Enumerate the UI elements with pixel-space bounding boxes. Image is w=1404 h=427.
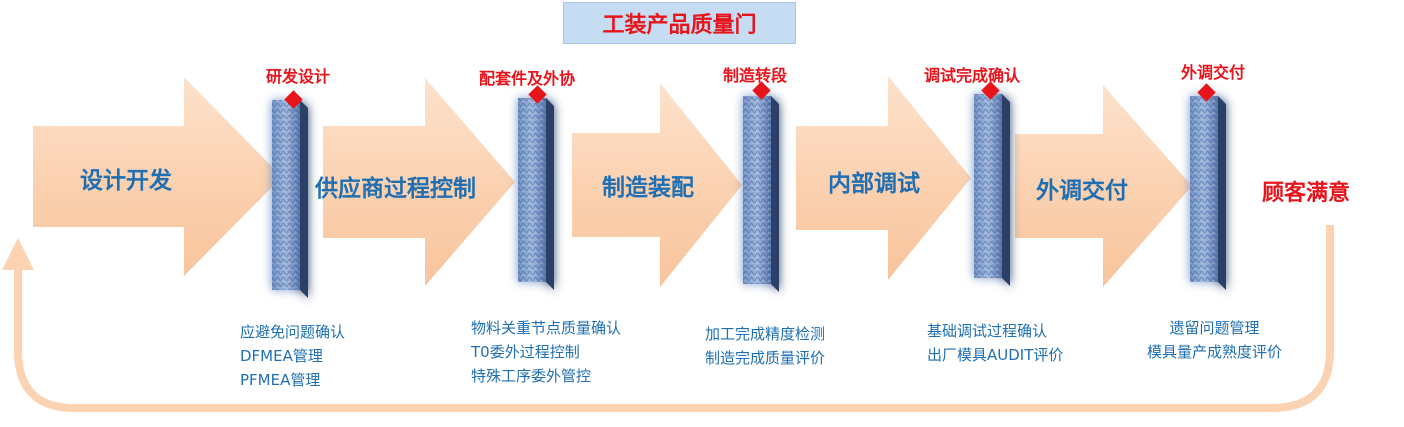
- note-line: 特殊工序委外管控: [471, 367, 592, 385]
- stage-label-3: 制造装配: [602, 175, 694, 201]
- gate-notes-1: 应避免问题确认 DFMEA管理 PFMEA管理: [240, 320, 345, 392]
- gate-notes-5: 遗留问题管理 模具量产成熟度评价: [1147, 316, 1282, 364]
- gate-label-1: 研发设计: [266, 67, 331, 86]
- stage-arrow-3: [572, 83, 742, 287]
- gate-marker-1: [284, 90, 303, 109]
- gate-label-5: 外调交付: [1181, 63, 1246, 82]
- note-line: 应避免问题确认: [240, 323, 346, 341]
- return-loop-arrowhead: [2, 238, 34, 270]
- page-title: 工装产品质量门: [563, 2, 796, 44]
- gate-label-4: 调试完成确认: [924, 66, 1021, 85]
- gate-marker-5: [1197, 83, 1216, 102]
- gate-label-2: 配套件及外协: [479, 69, 576, 88]
- note-line: 出厂模具AUDIT评价: [927, 346, 1064, 364]
- gate-notes-3: 加工完成精度检测 制造完成质量评价: [705, 322, 825, 370]
- stage-arrow-4: [796, 76, 971, 280]
- note-line: 模具量产成熟度评价: [1147, 343, 1283, 361]
- stage-arrow-5: [1015, 85, 1192, 287]
- note-line: DFMEA管理: [240, 347, 323, 365]
- stage-arrow-1: [33, 77, 282, 276]
- note-line: 遗留问题管理: [1169, 319, 1260, 337]
- gate-label-3: 制造转段: [723, 66, 788, 85]
- stage-label-4: 内部调试: [828, 171, 920, 197]
- gate-marker-4: [981, 81, 1000, 100]
- stage-label-2: 供应商过程控制: [315, 176, 476, 202]
- gate-notes-2: 物料关重节点质量确认 T0委外过程控制 特殊工序委外管控: [471, 316, 621, 388]
- gate-marker-2: [528, 85, 547, 104]
- stage-label-5: 外调交付: [1036, 178, 1128, 204]
- stage-label-1: 设计开发: [80, 168, 172, 194]
- quality-gate-3: [743, 96, 779, 292]
- quality-gate-5: [1190, 96, 1226, 290]
- note-line: 制造完成质量评价: [705, 349, 826, 367]
- note-line: 基础调试过程确认: [927, 322, 1048, 340]
- note-line: PFMEA管理: [240, 371, 321, 389]
- stage-arrow-2: [323, 78, 515, 286]
- note-line: T0委外过程控制: [471, 343, 580, 361]
- note-line: 加工完成精度检测: [705, 325, 826, 343]
- quality-gate-2: [518, 98, 554, 290]
- gate-notes-4: 基础调试过程确认 出厂模具AUDIT评价: [927, 319, 1063, 367]
- note-line: 物料关重节点质量确认: [471, 319, 622, 337]
- quality-gate-4: [974, 94, 1010, 286]
- customer-satisfaction-label: 顾客满意: [1262, 181, 1351, 206]
- return-loop-arrow: [14, 225, 1334, 412]
- gate-marker-3: [752, 81, 771, 100]
- quality-gate-1: [272, 100, 308, 298]
